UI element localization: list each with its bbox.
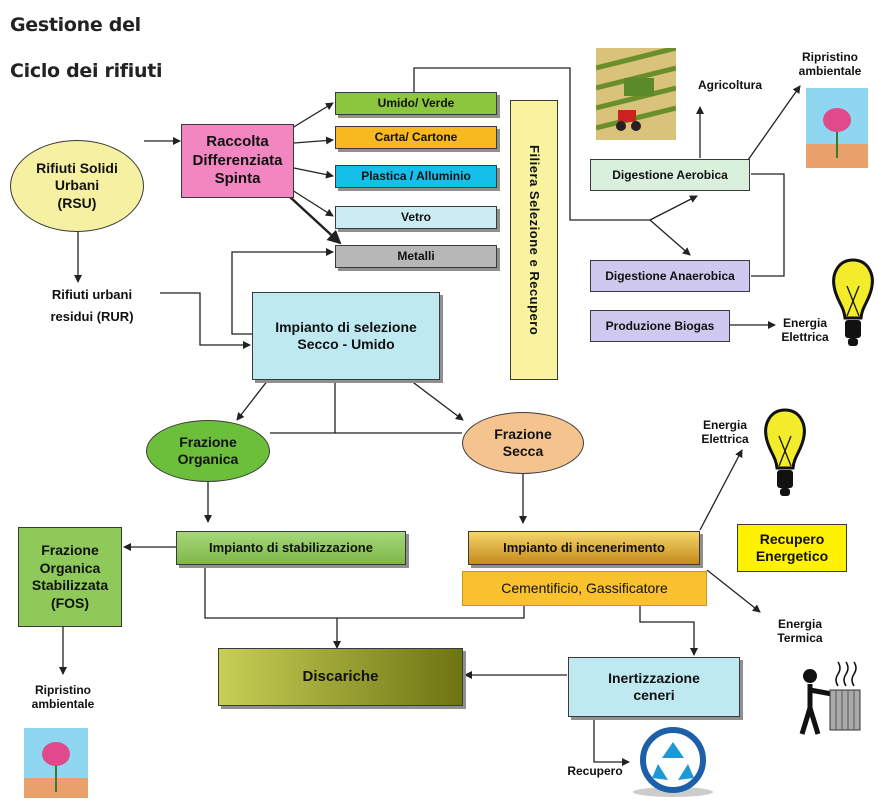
discariche-label: Discariche — [302, 667, 379, 685]
frazione-organica-label: Frazione Organica — [177, 433, 239, 468]
produzione-biogas-node: Produzione Biogas — [590, 310, 730, 342]
produzione-biogas-label: Produzione Biogas — [605, 318, 715, 333]
plastica-alluminio-label: Plastica / Alluminio — [361, 169, 471, 183]
discariche-node: Discariche — [218, 648, 463, 706]
rsu-node: Rifiuti Solidi Urbani (RSU) — [10, 140, 144, 232]
lightbulb-mid-icon — [764, 408, 806, 496]
impianto-stabilizzazione-label: Impianto di stabilizzazione — [209, 539, 373, 555]
agricoltura-label: Agricoltura — [697, 78, 762, 92]
digestione-anaerobica-node: Digestione Anaerobica — [590, 260, 750, 292]
recupero-label: Recupero — [567, 764, 623, 778]
energia-termica-label: Energia Termica — [777, 617, 823, 646]
ripristino-bottom-label: Ripristino ambientale — [31, 683, 95, 712]
fos-label: Frazione Organica Stabilizzata (FOS) — [31, 542, 109, 611]
digestione-anaerobica-label: Digestione Anaerobica — [605, 268, 735, 283]
digestione-aerobica-node: Digestione Aerobica — [590, 159, 750, 191]
carta-cartone-label: Carta/ Cartone — [374, 130, 458, 144]
impianto-incenerimento-label: Impianto di incenerimento — [503, 539, 665, 555]
umido-verde-bar: Umido/ Verde — [335, 92, 497, 115]
heater-icon — [799, 661, 861, 735]
rur-label: Rifiuti urbani residui (RUR) — [50, 287, 134, 325]
metalli-label: Metalli — [397, 249, 435, 263]
impianto-stabilizzazione-node: Impianto di stabilizzazione — [176, 531, 406, 565]
metalli-bar: Metalli — [335, 245, 497, 268]
recupero-energetico-label: Recupero Energetico — [755, 530, 829, 565]
ripristino-top-label: Ripristino ambientale — [798, 50, 862, 79]
frazione-organica-node: Frazione Organica — [146, 420, 270, 482]
title-line-2: Ciclo dei rifiuti — [10, 60, 163, 82]
vetro-bar: Vetro — [335, 206, 497, 229]
frazione-secca-node: Frazione Secca — [462, 412, 584, 474]
inertizzazione-node: Inertizzazione ceneri — [568, 657, 740, 717]
filiera-label: Filiera Selezione e Recupero — [527, 144, 543, 336]
title-line-1: Gestione del — [10, 14, 141, 36]
carta-cartone-bar: Carta/ Cartone — [335, 126, 497, 149]
vetro-label: Vetro — [400, 210, 431, 224]
fos-node: Frazione Organica Stabilizzata (FOS) — [18, 527, 122, 627]
recycle-icon — [633, 727, 713, 797]
umido-verde-label: Umido/ Verde — [377, 96, 455, 110]
recupero-energetico-node: Recupero Energetico — [737, 524, 847, 572]
energia-elettrica-mid-label: Energia Elettrica — [701, 418, 749, 447]
cementificio-label: Cementificio, Gassificatore — [501, 579, 668, 596]
raccolta-label: Raccolta Differenziata Spinta — [192, 132, 283, 188]
ripristino-bottom-image — [24, 728, 88, 798]
inertizzazione-label: Inertizzazione ceneri — [608, 669, 700, 704]
lightbulb-top-icon — [832, 258, 874, 346]
impianto-incenerimento-node: Impianto di incenerimento — [468, 531, 700, 565]
frazione-secca-label: Frazione Secca — [494, 425, 552, 460]
ripristino-top-image — [806, 88, 868, 168]
plastica-alluminio-bar: Plastica / Alluminio — [335, 165, 497, 188]
rsu-label: Rifiuti Solidi Urbani (RSU) — [36, 159, 118, 211]
cementificio-node: Cementificio, Gassificatore — [462, 571, 707, 606]
agricoltura-image — [596, 48, 676, 140]
raccolta-node: Raccolta Differenziata Spinta — [181, 124, 294, 198]
impianto-selezione-label: Impianto di selezione Secco - Umido — [275, 318, 417, 353]
filiera-panel: Filiera Selezione e Recupero — [510, 100, 558, 380]
digestione-aerobica-label: Digestione Aerobica — [612, 167, 728, 182]
impianto-selezione-node: Impianto di selezione Secco - Umido — [252, 292, 440, 380]
energia-elettrica-top-label: Energia Elettrica — [781, 316, 829, 345]
